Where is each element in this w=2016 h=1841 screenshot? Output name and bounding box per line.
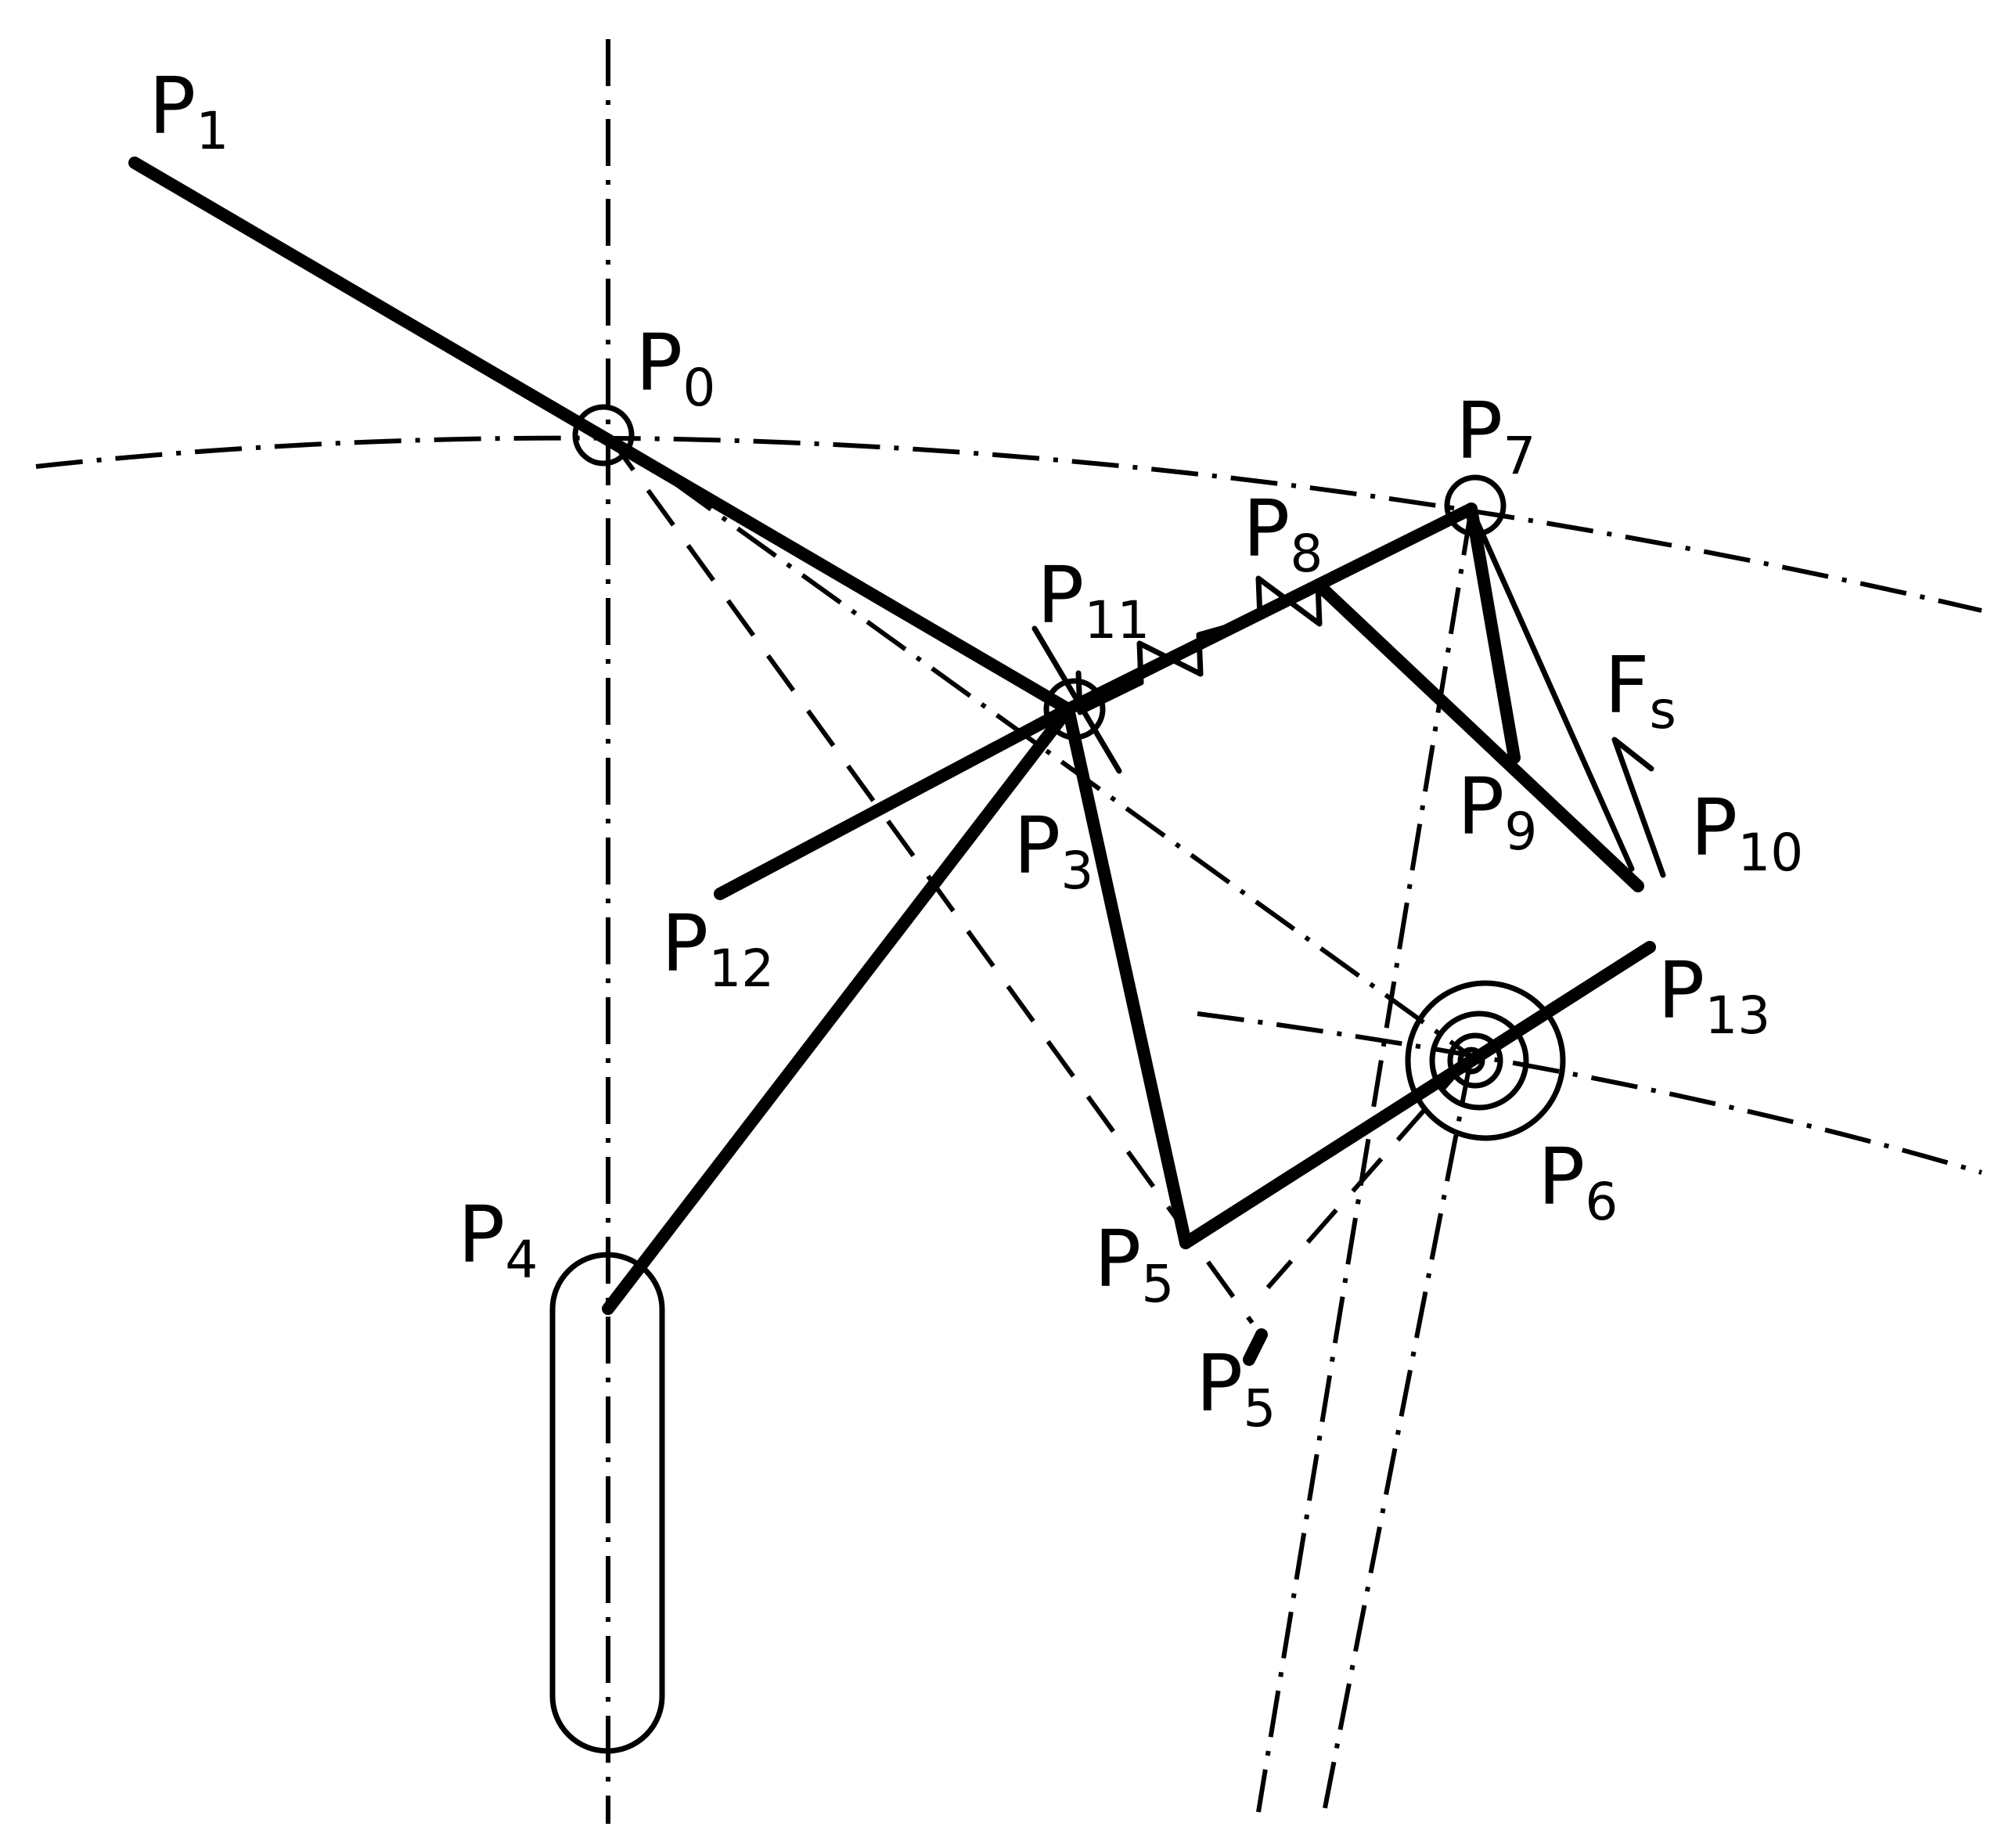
slider-p4	[549, 1252, 665, 1754]
spring-zigzag	[1075, 575, 1326, 715]
joint-p3	[1043, 678, 1106, 740]
joint-p0	[572, 404, 635, 467]
joints	[549, 404, 1566, 1754]
force-indicator-fs	[1611, 737, 1666, 878]
label-p11: P11	[1037, 549, 1150, 650]
joint-p6-middle	[1429, 1011, 1529, 1111]
spring-marker-line	[1031, 625, 1122, 774]
label-p4: P4	[458, 1189, 538, 1290]
link-p3-p7	[1062, 503, 1478, 715]
joint-p7	[1444, 474, 1507, 537]
label-p5: P5	[1094, 1213, 1174, 1314]
label-p5-alt: P5	[1196, 1338, 1276, 1439]
dashed-link-p5b	[1243, 1328, 1268, 1366]
link-p8-p10	[1316, 582, 1644, 892]
label-p1: P1	[149, 60, 229, 161]
joint-p6-core	[1457, 1047, 1485, 1075]
upper-arc-line	[35, 435, 1982, 613]
joint-p6-inner	[1447, 1032, 1503, 1089]
label-p7: P7	[1456, 385, 1535, 486]
strut-centerline-left	[1256, 508, 1474, 1813]
point-labels: P1 P0 P7 P8 P11 Fs P9 P10 P3 P12 P13 P6 …	[149, 60, 1803, 1439]
spring-element	[1031, 575, 1326, 774]
joint-p6-outer	[1405, 980, 1566, 1141]
links	[128, 157, 1656, 1315]
lower-arc-line	[1197, 1011, 1982, 1175]
label-p13: P13	[1658, 945, 1770, 1046]
link-p1-p3	[128, 157, 1075, 715]
link-p4-p3	[602, 703, 1075, 1315]
label-p3: P3	[1013, 800, 1093, 901]
label-p6: P6	[1538, 1131, 1618, 1232]
label-p8: P8	[1243, 483, 1323, 584]
link-p12-p3	[714, 703, 1075, 900]
link-p7-p10-thin	[1468, 506, 1635, 872]
link-p3-p5	[1062, 703, 1192, 1249]
arm-centerline	[607, 433, 1473, 1059]
label-fs: Fs	[1604, 639, 1676, 740]
label-p9: P9	[1457, 761, 1537, 862]
force-arrow	[1611, 737, 1666, 878]
label-p0: P0	[635, 317, 715, 418]
construction-lines	[35, 39, 1982, 1824]
link-p7-p9	[1465, 503, 1521, 764]
strut-centerline-right	[1322, 1056, 1474, 1813]
label-p10: P10	[1690, 782, 1803, 883]
label-p12: P12	[661, 898, 774, 999]
dashed-line-p6-p5b	[1265, 1055, 1474, 1289]
